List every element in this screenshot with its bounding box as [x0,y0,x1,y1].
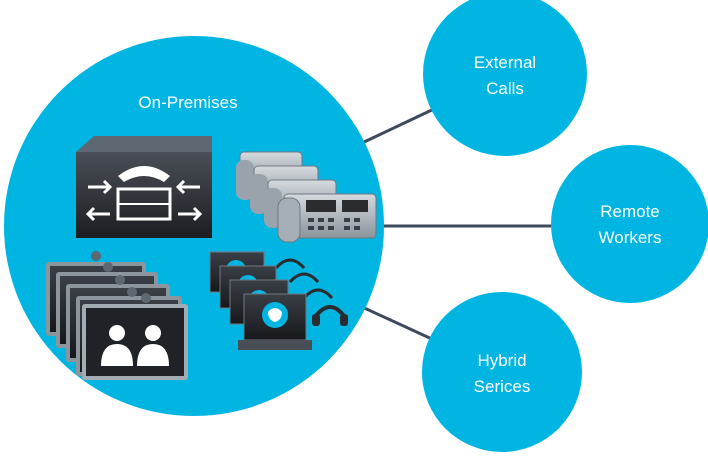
node-external-calls: External Calls [423,0,587,156]
ip-phone-stack-icon [236,151,377,243]
external-calls-label-line1: External [474,53,536,72]
hybrid-services-label-line2: Serices [474,377,531,396]
hybrid-services-label-line1: Hybrid [477,351,526,370]
on-premises-label: On-Premises [138,93,237,112]
hybrid-services-circle [422,292,582,452]
call-control-server-icon [76,136,212,238]
connectors [359,106,556,342]
agent-desktop-headset-stack-icon [209,251,348,350]
remote-workers-label-line1: Remote [600,202,660,221]
remote-workers-label-line2: Workers [599,228,662,247]
external-calls-label-line2: Calls [486,79,524,98]
connector-external-calls [361,106,437,145]
node-hybrid-services: Hybrid Serices [422,292,582,452]
remote-workers-circle [551,145,708,303]
connector-hybrid-services [359,304,435,342]
external-calls-circle [423,0,587,156]
video-endpoint-stack-icon [46,251,188,380]
node-remote-workers: Remote Workers [551,145,708,303]
